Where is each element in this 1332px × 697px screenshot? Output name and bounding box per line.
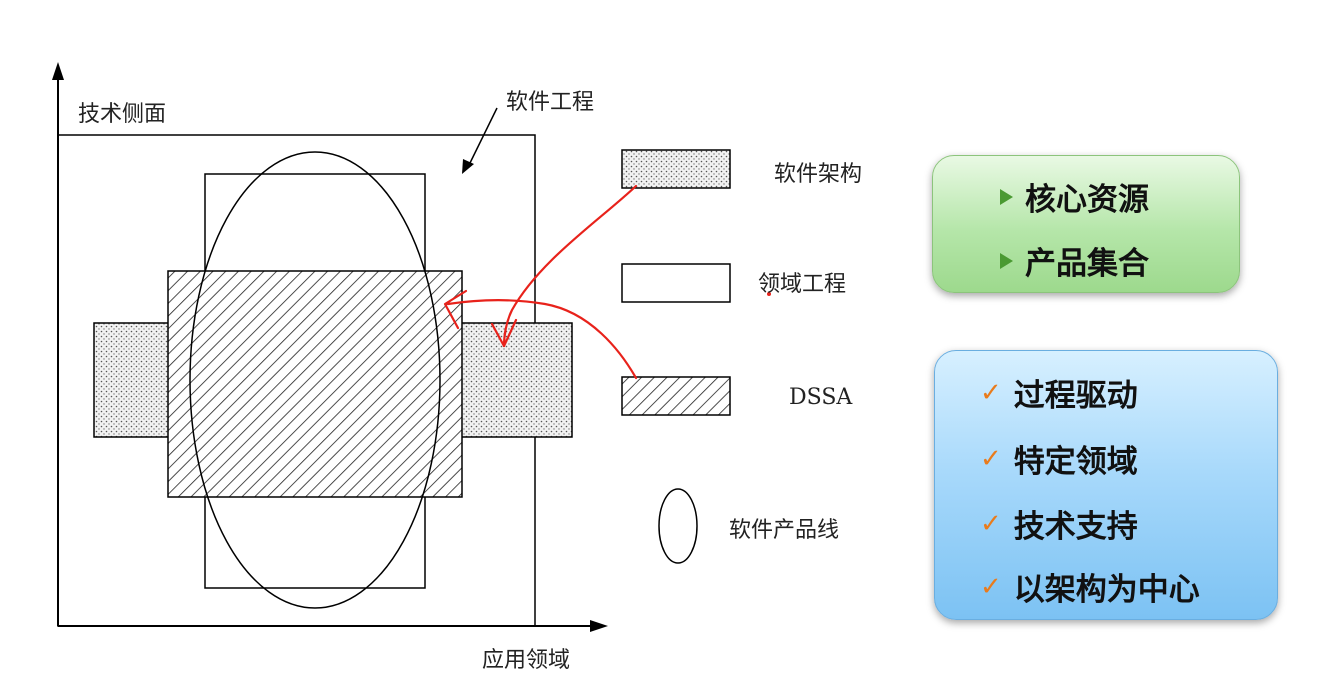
blue-item-tech-support: ✓ 技术支持 xyxy=(980,501,1138,546)
blue-item-label: 技术支持 xyxy=(1013,509,1138,545)
dssa-rect xyxy=(167,270,463,498)
green-item-label: 产品集合 xyxy=(1025,246,1149,282)
legend-label-hatched: DSSA xyxy=(789,385,853,410)
legend-label-plain: 领域工程 xyxy=(758,272,847,297)
green-item-core-resources: 核心资源 xyxy=(1000,174,1149,219)
pointer-arrow-line xyxy=(469,107,498,164)
x-axis-arrow xyxy=(590,620,608,632)
y-axis-arrow xyxy=(52,62,64,80)
legend-label-dotted: 软件架构 xyxy=(774,162,863,187)
green-item-label: 核心资源 xyxy=(1025,182,1149,218)
legend-swatch-ellipse xyxy=(658,488,698,564)
core-summary-box xyxy=(932,155,1240,293)
legend-swatch-hatched xyxy=(621,376,731,416)
blue-item-process-driven: ✓ 过程驱动 xyxy=(980,370,1138,415)
blue-item-label: 过程驱动 xyxy=(1013,378,1138,414)
checkmark-icon: ✓ xyxy=(980,443,1002,474)
annotation-stroke-1-head xyxy=(490,318,518,348)
checkmark-icon: ✓ xyxy=(980,508,1002,539)
product-line-ellipse xyxy=(189,151,441,609)
pointer-arrow-head xyxy=(462,159,474,174)
triangle-bullet-icon xyxy=(1000,188,1013,205)
checkmark-icon: ✓ xyxy=(980,377,1002,408)
checkmark-icon: ✓ xyxy=(980,571,1002,602)
annotation-stroke-1 xyxy=(502,184,638,348)
green-item-product-set: 产品集合 xyxy=(1000,238,1149,283)
triangle-bullet-icon xyxy=(1000,252,1013,269)
blue-item-label: 以架构为中心 xyxy=(1013,572,1200,608)
y-axis-label: 技术侧面 xyxy=(78,102,167,127)
annotation-stroke-2-head xyxy=(443,289,468,330)
annotation-dot xyxy=(767,292,771,296)
x-axis-label: 应用领域 xyxy=(482,648,571,673)
legend-swatch-dotted xyxy=(621,149,731,189)
legend-swatch-plain xyxy=(621,263,731,303)
annotation-stroke-2 xyxy=(446,299,638,380)
legend-label-ellipse: 软件产品线 xyxy=(729,518,840,543)
blue-item-label: 特定领域 xyxy=(1013,444,1138,480)
blue-item-specific-domain: ✓ 特定领域 xyxy=(980,436,1138,481)
features-box xyxy=(934,350,1278,620)
outer-box-label: 软件工程 xyxy=(506,90,595,115)
blue-item-architecture-centric: ✓ 以架构为中心 xyxy=(980,564,1200,609)
